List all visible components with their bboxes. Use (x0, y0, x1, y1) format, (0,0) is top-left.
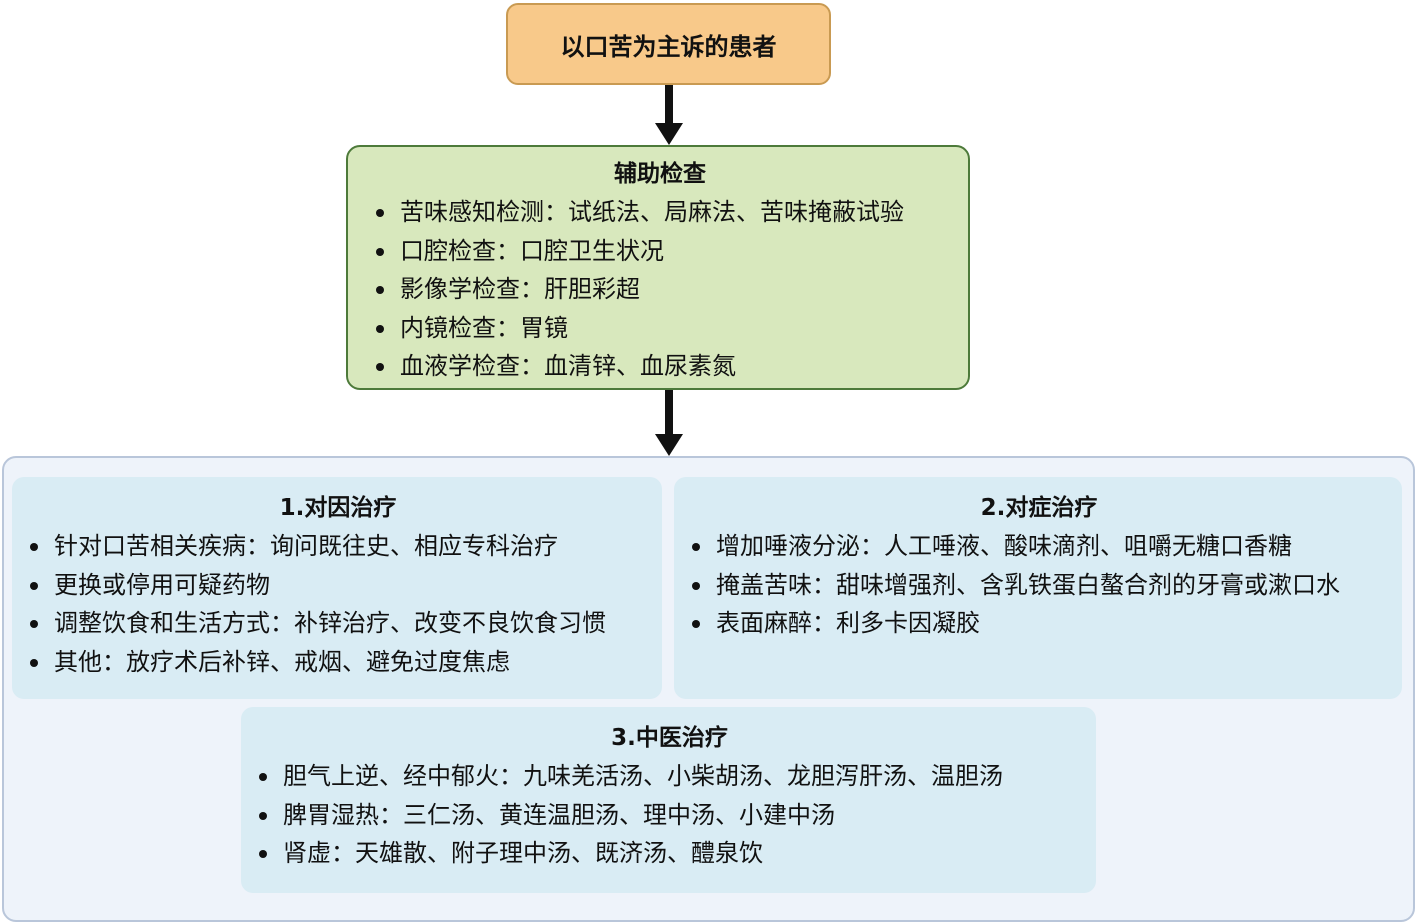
cause-treatment-panel: 1.对因治疗 针对口苦相关疾病：询问既往史、相应专科治疗 更换或停用可疑药物 调… (12, 477, 662, 699)
tcm-treatment-list: 胆气上逆、经中郁火：九味羌活汤、小柴胡汤、龙胆泻肝汤、温胆汤 脾胃湿热：三仁汤、… (255, 757, 1084, 873)
cause-treatment-title: 1.对因治疗 (279, 495, 397, 521)
list-item: 增加唾液分泌：人工唾液、酸味滴剂、咀嚼无糖口香糖 (688, 527, 1390, 566)
symptom-treatment-title: 2.对症治疗 (980, 495, 1098, 521)
exam-item: 影像学检查：肝胆彩超 (372, 270, 948, 309)
arrow-down-icon (655, 85, 683, 145)
list-item: 其他：放疗术后补锌、戒烟、避免过度焦虑 (26, 643, 650, 682)
exam-title: 辅助检查 (614, 161, 706, 187)
exam-item: 苦味感知检测：试纸法、局麻法、苦味掩蔽试验 (372, 193, 948, 232)
arrow-down-icon (655, 390, 683, 456)
list-item: 胆气上逆、经中郁火：九味羌活汤、小柴胡汤、龙胆泻肝汤、温胆汤 (255, 757, 1084, 796)
exam-item: 血液学检查：血清锌、血尿素氮 (372, 347, 948, 386)
tcm-treatment-panel: 3.中医治疗 胆气上逆、经中郁火：九味羌活汤、小柴胡汤、龙胆泻肝汤、温胆汤 脾胃… (241, 707, 1096, 893)
exam-list: 苦味感知检测：试纸法、局麻法、苦味掩蔽试验 口腔检查：口腔卫生状况 影像学检查：… (372, 193, 948, 386)
list-item: 表面麻醉：利多卡因凝胶 (688, 604, 1390, 643)
exam-item: 内镜检查：胃镜 (372, 309, 948, 348)
patient-label: 以口苦为主诉的患者 (560, 32, 777, 61)
symptom-treatment-panel: 2.对症治疗 增加唾液分泌：人工唾液、酸味滴剂、咀嚼无糖口香糖 掩盖苦味：甜味增… (674, 477, 1402, 699)
tcm-treatment-title: 3.中医治疗 (611, 725, 728, 751)
list-item: 调整饮食和生活方式：补锌治疗、改变不良饮食习惯 (26, 604, 650, 643)
symptom-treatment-list: 增加唾液分泌：人工唾液、酸味滴剂、咀嚼无糖口香糖 掩盖苦味：甜味增强剂、含乳铁蛋… (688, 527, 1390, 643)
list-item: 脾胃湿热：三仁汤、黄连温胆汤、理中汤、小建中汤 (255, 796, 1084, 835)
list-item: 肾虚：天雄散、附子理中汤、既济汤、醴泉饮 (255, 834, 1084, 873)
exam-box: 辅助检查 苦味感知检测：试纸法、局麻法、苦味掩蔽试验 口腔检查：口腔卫生状况 影… (346, 145, 970, 390)
list-item: 更换或停用可疑药物 (26, 566, 650, 605)
exam-item: 口腔检查：口腔卫生状况 (372, 232, 948, 271)
patient-box: 以口苦为主诉的患者 (506, 3, 831, 85)
list-item: 掩盖苦味：甜味增强剂、含乳铁蛋白螯合剂的牙膏或漱口水 (688, 566, 1390, 605)
list-item: 针对口苦相关疾病：询问既往史、相应专科治疗 (26, 527, 650, 566)
cause-treatment-list: 针对口苦相关疾病：询问既往史、相应专科治疗 更换或停用可疑药物 调整饮食和生活方… (26, 527, 650, 681)
